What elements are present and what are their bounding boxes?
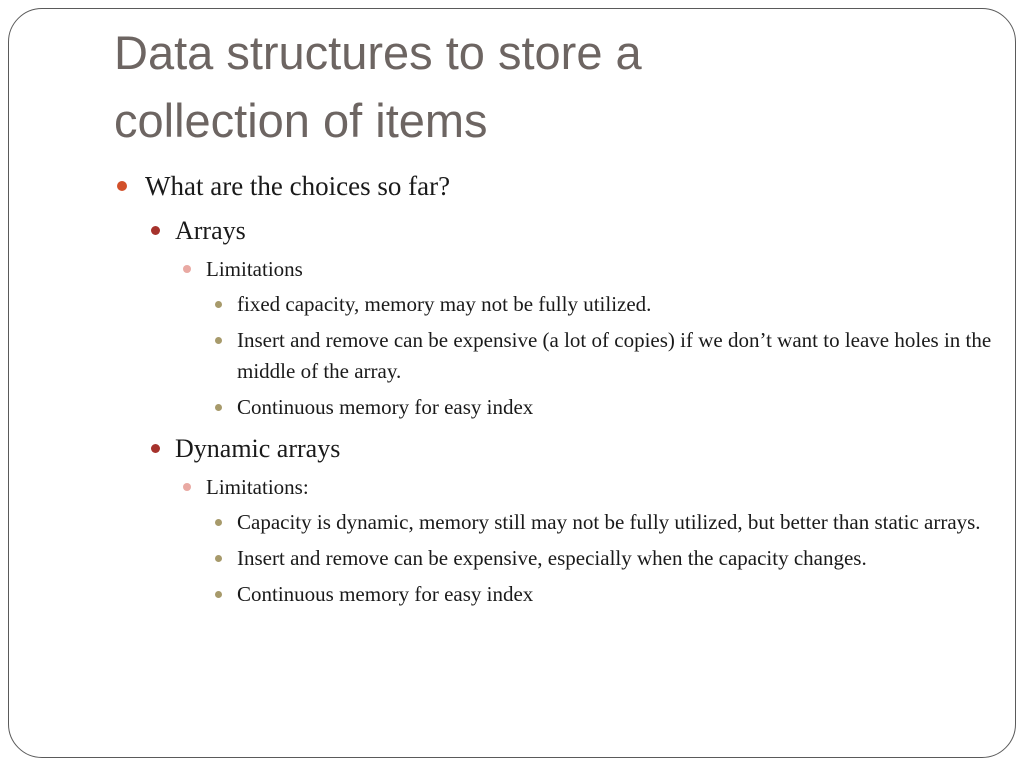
bullet-dot-icon <box>215 404 222 411</box>
bullet-text: Continuous memory for easy index <box>237 395 534 419</box>
bullet-item-continuous-memory: Continuous memory for easy index <box>114 392 994 423</box>
bullet-dot-icon <box>183 265 191 273</box>
bullet-text: Continuous memory for easy index <box>237 582 534 606</box>
bullet-text: Limitations <box>206 257 303 281</box>
bullet-dot-icon <box>215 337 222 344</box>
bullet-dot-icon <box>151 226 160 235</box>
bullet-item-insert-remove: Insert and remove can be expensive (a lo… <box>114 325 994 387</box>
slide-frame: Data structures to store a collection of… <box>8 8 1016 758</box>
bullet-item-dynamic-limitations: Limitations: <box>114 472 994 502</box>
bullet-item-dynamic-capacity: Capacity is dynamic, memory still may no… <box>114 507 994 538</box>
bullet-text: Capacity is dynamic, memory still may no… <box>237 510 981 534</box>
bullet-dot-icon <box>215 555 222 562</box>
bullet-item-arrays-limitations: Limitations <box>114 254 994 284</box>
slide-title-line-2: collection of items <box>114 94 488 147</box>
bullet-dot-icon <box>215 591 222 598</box>
bullet-item-fixed-capacity: fixed capacity, memory may not be fully … <box>114 289 994 320</box>
bullet-text: Dynamic arrays <box>175 434 341 463</box>
bullet-dot-icon <box>183 483 191 491</box>
slide-title-line-1: Data structures to store a <box>114 26 642 79</box>
bullet-item-dynamic-continuous-memory: Continuous memory for easy index <box>114 579 994 610</box>
bullet-item-choices: What are the choices so far? <box>114 167 994 205</box>
bullet-text: Insert and remove can be expensive (a lo… <box>237 328 992 383</box>
bullet-text: Insert and remove can be expensive, espe… <box>237 546 867 570</box>
bullet-item-dynamic-insert-remove: Insert and remove can be expensive, espe… <box>114 543 994 574</box>
bullet-text: Limitations: <box>206 475 309 499</box>
bullet-item-arrays: Arrays <box>114 213 994 249</box>
slide-title: Data structures to store a collection of… <box>114 19 934 155</box>
bullet-item-dynamic-arrays: Dynamic arrays <box>114 431 994 467</box>
bullet-text: fixed capacity, memory may not be fully … <box>237 292 652 316</box>
bullet-dot-icon <box>215 519 222 526</box>
bullet-dot-icon <box>117 181 127 191</box>
bullet-text: What are the choices so far? <box>145 171 451 201</box>
bullet-dot-icon <box>215 301 222 308</box>
bullet-text: Arrays <box>175 216 246 245</box>
bullet-dot-icon <box>151 444 160 453</box>
bullet-list: What are the choices so far? Arrays Limi… <box>114 167 994 610</box>
